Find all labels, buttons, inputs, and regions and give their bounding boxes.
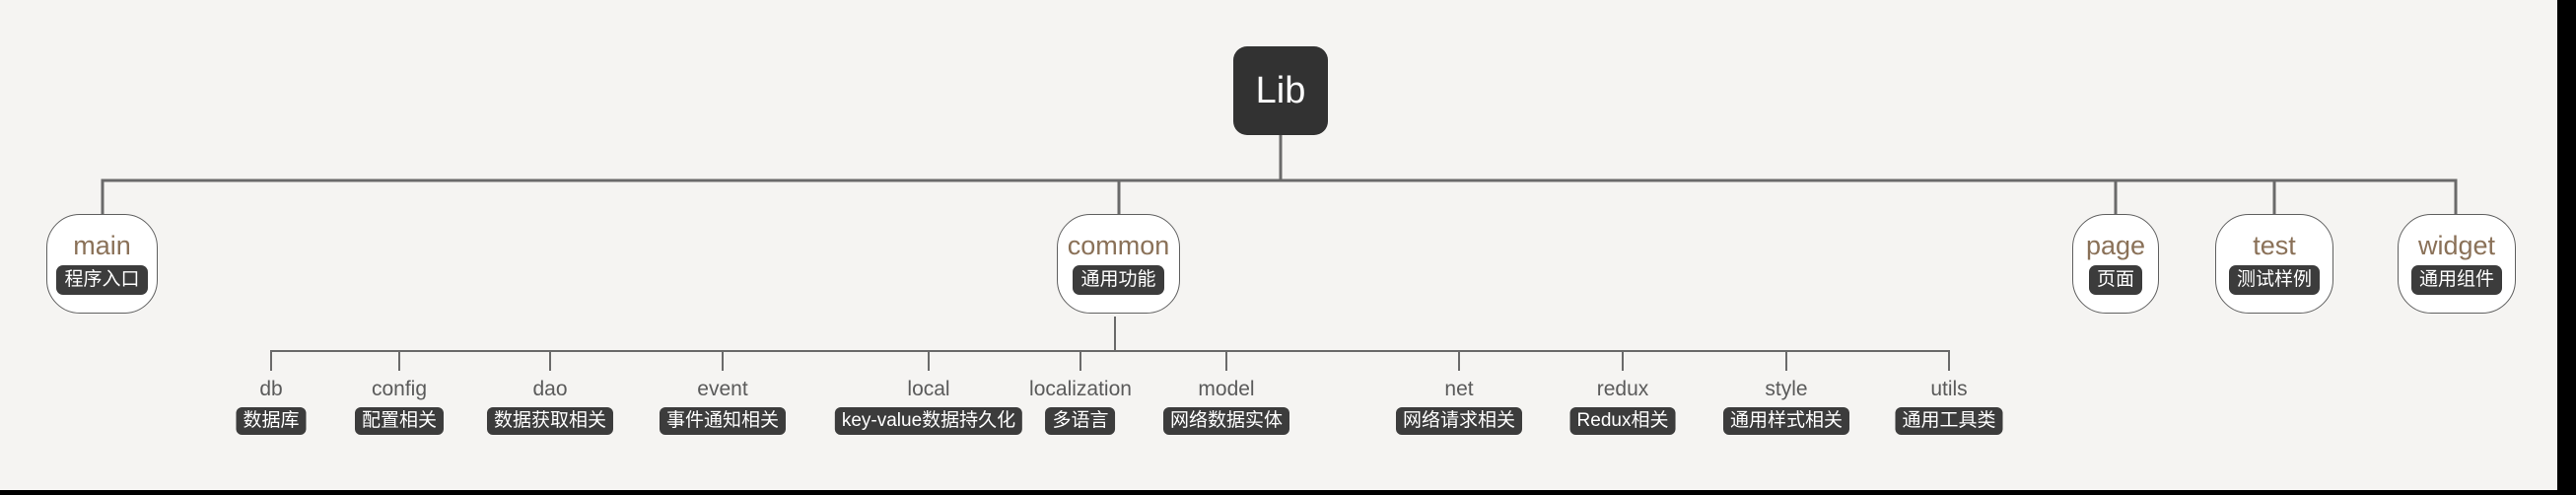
node-page-label: page xyxy=(2085,231,2146,261)
node-utils-label: utils xyxy=(1930,378,1968,400)
node-dao-label: dao xyxy=(532,378,568,400)
node-config-badge: 配置相关 xyxy=(354,407,445,435)
node-test: test 测试样例 xyxy=(2215,214,2333,314)
node-net: net 网络请求相关 xyxy=(1395,378,1523,435)
node-event: event 事件通知相关 xyxy=(659,378,787,435)
node-root-label: Lib xyxy=(1255,69,1306,111)
node-widget-label: widget xyxy=(2417,231,2496,261)
node-style-label: style xyxy=(1765,378,1808,400)
node-dao-badge: 数据获取相关 xyxy=(486,407,614,435)
node-test-label: test xyxy=(2253,231,2296,261)
node-main: main 程序入口 xyxy=(46,214,158,314)
node-model-label: model xyxy=(1198,378,1255,400)
node-common-badge: 通用功能 xyxy=(1073,265,1164,295)
node-main-label: main xyxy=(73,231,131,261)
node-redux: redux Redux相关 xyxy=(1569,378,1676,435)
node-localization-label: localization xyxy=(1029,378,1132,400)
node-page: page 页面 xyxy=(2072,214,2159,314)
node-redux-label: redux xyxy=(1596,378,1649,400)
node-common: common 通用功能 xyxy=(1057,214,1180,314)
node-local-label: local xyxy=(907,378,950,400)
node-utils-badge: 通用工具类 xyxy=(1895,407,2003,435)
node-db-badge: 数据库 xyxy=(236,407,307,435)
node-main-badge: 程序入口 xyxy=(56,265,148,295)
node-redux-badge: Redux相关 xyxy=(1569,407,1676,435)
letterbox-bottom xyxy=(0,490,2576,495)
node-page-badge: 页面 xyxy=(2088,265,2142,295)
node-net-label: net xyxy=(1444,378,1474,400)
node-db: db 数据库 xyxy=(236,378,307,435)
letterbox-right xyxy=(2557,0,2576,495)
node-dao: dao 数据获取相关 xyxy=(486,378,614,435)
node-event-label: event xyxy=(697,378,748,400)
node-local: local key-value数据持久化 xyxy=(834,378,1023,435)
node-local-badge: key-value数据持久化 xyxy=(834,407,1023,435)
node-db-label: db xyxy=(259,378,283,400)
node-widget-badge: 通用组件 xyxy=(2410,265,2502,295)
node-model-badge: 网络数据实体 xyxy=(1162,407,1290,435)
node-config: config 配置相关 xyxy=(354,378,445,435)
node-style-badge: 通用样式相关 xyxy=(1722,407,1850,435)
node-test-badge: 测试样例 xyxy=(2228,265,2320,295)
node-event-badge: 事件通知相关 xyxy=(659,407,787,435)
node-root: Lib xyxy=(1233,46,1328,135)
node-net-badge: 网络请求相关 xyxy=(1395,407,1523,435)
node-localization: localization 多语言 xyxy=(1029,379,1132,435)
node-utils: utils 通用工具类 xyxy=(1895,378,2003,435)
node-common-label: common xyxy=(1067,231,1170,261)
node-widget: widget 通用组件 xyxy=(2398,214,2516,314)
level2-rail xyxy=(270,317,1950,371)
node-config-label: config xyxy=(371,378,428,400)
node-model: model 网络数据实体 xyxy=(1162,378,1290,435)
node-localization-badge: 多语言 xyxy=(1045,407,1116,435)
node-style: style 通用样式相关 xyxy=(1722,378,1850,435)
level1-rail xyxy=(101,135,2458,215)
